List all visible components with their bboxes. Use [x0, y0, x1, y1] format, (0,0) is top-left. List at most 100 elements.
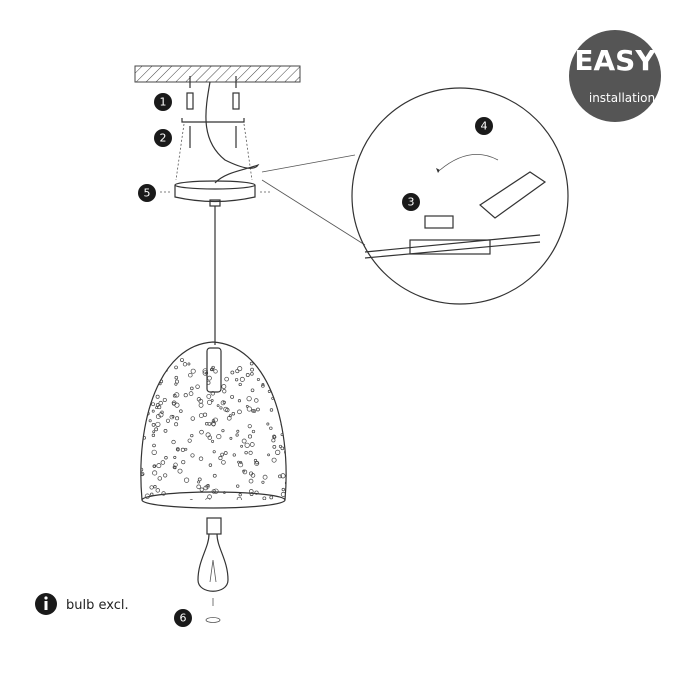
shade-perforation [277, 401, 283, 407]
easy-installation-badge: EASY installation [569, 30, 661, 122]
shade-perforation [280, 473, 286, 479]
shade-perforation [140, 418, 144, 423]
shade-perforation [230, 370, 235, 375]
shade-perforation [188, 372, 193, 378]
shade-perforation [140, 410, 144, 415]
shade-perforation [198, 413, 204, 418]
shade-perforation [155, 394, 160, 399]
shade-perforation [180, 358, 184, 362]
shade-perforation [190, 368, 196, 374]
shade-perforation [181, 460, 186, 465]
shade-perforation [218, 456, 223, 461]
shade-perforation [199, 487, 204, 492]
shade-perforation [196, 484, 201, 490]
shade-perforation [140, 384, 145, 389]
shade-perforation [140, 467, 144, 472]
shade-perforation [206, 484, 210, 488]
shade-perforation [237, 460, 240, 464]
shade-perforation [172, 393, 177, 398]
shade-perforation [229, 436, 233, 440]
shade-perforation [171, 415, 175, 418]
shade-perforation [236, 496, 242, 500]
shade-perforation [154, 427, 159, 432]
svg-text:6: 6 [180, 612, 187, 625]
shade-perforation [251, 429, 256, 434]
shade-perforation [152, 443, 156, 448]
shade-perforation [280, 446, 285, 451]
shade-perforation [274, 372, 278, 376]
shade-perforation [249, 361, 254, 366]
shade-perforation [158, 382, 162, 386]
shade-perforation [271, 438, 276, 443]
shade-perforation [151, 449, 157, 455]
shade-perforation [269, 408, 274, 412]
shade-perforation [150, 368, 154, 372]
shade-perforation [228, 414, 232, 418]
shade-perforation [188, 499, 194, 500]
shade-perforation [146, 395, 151, 400]
shade-perforation [211, 365, 215, 370]
shade-perforation [266, 422, 270, 426]
shade-perforation [188, 391, 194, 396]
shade-perforation [287, 361, 289, 363]
shade-perforation [172, 465, 177, 470]
shade-perforation [246, 396, 252, 402]
shade-perforation [183, 477, 190, 483]
shade-perforation [155, 421, 161, 428]
shade-perforation [244, 442, 250, 448]
shade-perforation [245, 373, 250, 377]
shade-perforation [221, 460, 226, 465]
shade-perforation [211, 439, 215, 443]
shade-perforation [272, 445, 277, 449]
shade-perforation [140, 473, 144, 477]
shade-perforation [180, 447, 185, 452]
shade-perforation [196, 397, 202, 402]
shade-perforation [174, 402, 180, 408]
shade-perforation [284, 480, 287, 486]
step-2-marker: 2 [154, 129, 172, 147]
shade-perforation [242, 469, 246, 473]
shade-perforation [262, 474, 268, 480]
shade-perforation [254, 398, 259, 403]
shade-perforation [195, 384, 200, 389]
bulb-excluded-note: bulb excl. [66, 598, 129, 613]
shade-perforation [212, 450, 216, 454]
step-3-marker: 3 [402, 193, 420, 211]
shade-perforation [245, 405, 249, 408]
shade-perforation [206, 394, 212, 399]
shade-perforation [174, 365, 178, 370]
shade-perforation [271, 373, 276, 378]
shade-perforation [140, 390, 144, 396]
shade-perforation [280, 491, 286, 497]
shade-perforation [278, 444, 282, 448]
shade-perforation [269, 495, 274, 500]
shade-perforation [249, 492, 254, 496]
ceiling-rose [160, 180, 270, 207]
shade-perforation [207, 435, 212, 440]
shade-perforation [213, 417, 218, 423]
shade-perforation [271, 396, 275, 400]
shade-perforation [219, 406, 223, 410]
shade-perforation [221, 429, 225, 433]
shade-perforation [211, 422, 216, 427]
shade-perforation [140, 387, 143, 392]
shade-perforation [282, 384, 286, 388]
shade-perforation [244, 450, 248, 455]
shade-perforation [179, 409, 183, 413]
shade-perforation [148, 419, 152, 423]
shade-perforation [203, 485, 209, 491]
shade-perforation [183, 393, 188, 398]
shade-perforation [248, 450, 253, 455]
shade-perforation [249, 442, 255, 447]
shade-perforation [155, 488, 161, 493]
shade-perforation [220, 452, 224, 457]
shade-perforation [250, 372, 254, 376]
shade-perforation [224, 376, 229, 382]
shade-perforation [174, 392, 180, 398]
detail-magnifier [351, 87, 569, 305]
shade-perforation [174, 379, 179, 384]
shade-perforation [275, 362, 281, 368]
shade-perforation [175, 416, 180, 421]
shade-perforation [252, 409, 257, 413]
shade-perforation [164, 455, 168, 460]
